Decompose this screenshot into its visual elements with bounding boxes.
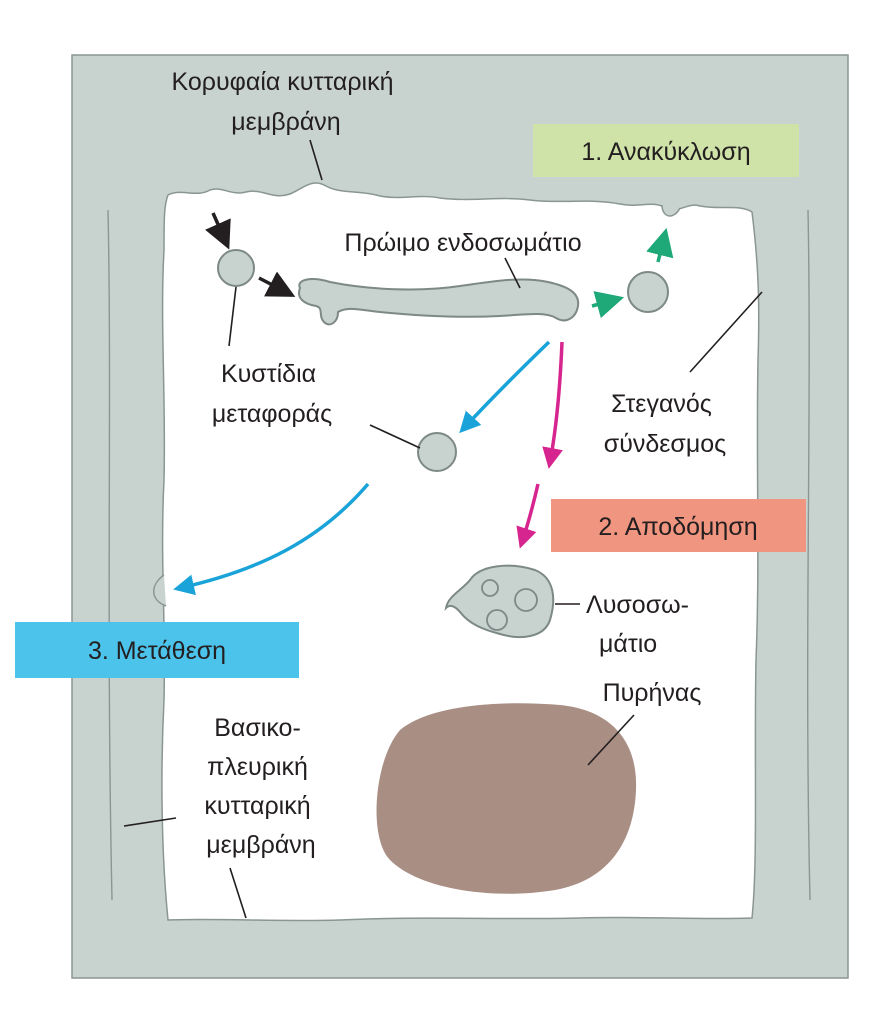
leader-tight-junction [689, 291, 763, 373]
recycling-arrow-2 [646, 227, 674, 263]
degradation-arrow-2 [516, 483, 540, 549]
transcytosis-arrow-1 [459, 340, 551, 434]
recycling-arrow-1 [591, 291, 625, 319]
pathway-label-recycling: 1. Ανακύκλωση [581, 138, 750, 166]
leader-basolateral-side [123, 817, 177, 827]
lateral-membrane-right [806, 209, 811, 901]
transcytosis-arrow-2 [173, 482, 370, 596]
leader-early-endosome [504, 257, 521, 289]
degradation-arrow-1 [542, 341, 564, 469]
label-lysosome: Λυσοσω- μάτιο [586, 591, 696, 658]
label-early-endosome: Πρώιμο ενδοσωμάτιο [344, 229, 581, 257]
leader-nucleus [587, 714, 635, 766]
leader-transport-vesicles [228, 286, 237, 347]
early-endosome [298, 278, 580, 326]
transport-vesicle-2 [417, 432, 457, 472]
label-tight-junction: Στεγανός σύνδεσμος [604, 390, 726, 458]
pathway-box-transcytosis [15, 622, 299, 678]
endocytosis-arrow-1 [205, 212, 231, 250]
lysosome-inclusion-1 [481, 579, 499, 597]
nucleus [376, 703, 637, 894]
transport-vesicle-1 [217, 249, 255, 287]
label-transport-vesicles: Κυστίδια μεταφοράς [212, 360, 332, 428]
leader-basolateral-base [229, 867, 247, 919]
pathway-box-degradation [551, 499, 806, 552]
label-apical-membrane: Κορυφαία κυτταρική μεμβράνη [172, 68, 401, 136]
lysosome [444, 564, 555, 638]
lysosome-inclusion-2 [514, 588, 538, 612]
basolateral-bud [153, 574, 167, 607]
label-basolateral-membrane: Βασικο- πλευρική κυτταρική μεμβράνη [204, 714, 317, 859]
recycling-vesicle [627, 271, 669, 313]
leader-transport-vesicle-2 [369, 424, 421, 449]
lateral-membrane-left [107, 209, 113, 901]
endocytosis-arrow-2 [258, 271, 296, 297]
label-nucleus: Πυρήνας [603, 679, 702, 707]
pathway-label-transcytosis: 3. Μετάθεση [88, 637, 226, 665]
pathway-label-degradation: 2. Αποδόμηση [598, 513, 757, 541]
leader-apical-membrane [309, 139, 323, 181]
apical-bud [661, 204, 681, 217]
lysosome-inclusion-3 [486, 609, 508, 631]
pathway-box-recycling [533, 124, 799, 177]
